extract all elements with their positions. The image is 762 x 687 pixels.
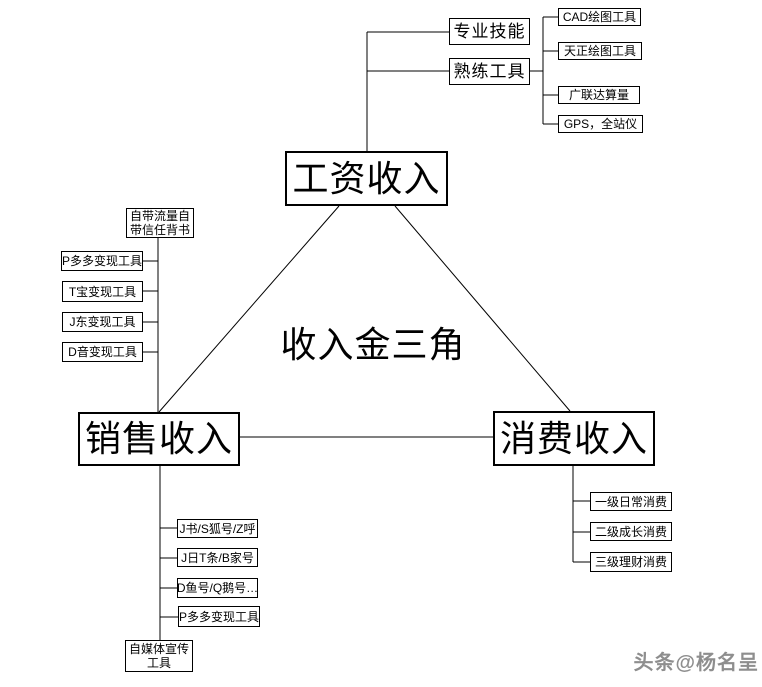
node-guanglianda-tool: 广联达算量 (558, 86, 640, 104)
node-sales-income: 销售收入 (78, 412, 240, 466)
node-pduoduo-monetize: P多多变现工具 (61, 251, 143, 271)
node-proficient-tools: 熟练工具 (449, 58, 530, 85)
node-growth-consumption: 二级成长消费 (590, 522, 672, 541)
node-finance-consumption: 三级理财消费 (590, 552, 672, 572)
triangle-left-edge (158, 205, 340, 413)
node-pduo-monetize-2: P多多变现工具 (178, 606, 260, 627)
node-salary-income: 工资收入 (285, 151, 448, 206)
media-footer-line1: 自媒体宣传 (128, 642, 189, 656)
node-dyin-monetize: D音变现工具 (62, 342, 143, 362)
node-tbao-monetize: T宝变现工具 (62, 281, 143, 302)
center-title: 收入金三角 (280, 325, 466, 365)
node-consumption-income: 消费收入 (493, 411, 655, 466)
traffic-header-line2: 带信任背书 (129, 223, 190, 237)
node-dyu-channels: D鱼号/Q鹅号… (177, 578, 258, 598)
traffic-header-line1: 自带流量自 (129, 209, 190, 223)
triangle-right-edge (394, 205, 571, 412)
node-tianzheng-tool: 天正绘图工具 (558, 42, 642, 60)
node-daily-consumption: 一级日常消费 (590, 492, 672, 511)
toutiao-watermark: 头条@杨名呈 (633, 651, 759, 674)
node-cad-tool: CAD绘图工具 (558, 8, 641, 26)
node-jdong-monetize: J东变现工具 (62, 312, 143, 332)
node-gps-tool: GPS，全站仪 (558, 115, 643, 133)
node-self-media-footer: 自媒体宣传 工具 (125, 640, 193, 672)
node-jri-channels: J日T条/B家号 (177, 548, 258, 567)
node-traffic-trust-header: 自带流量自 带信任背书 (126, 208, 194, 238)
node-professional-skills: 专业技能 (449, 18, 530, 45)
media-footer-line2: 工具 (146, 656, 171, 670)
node-jshu-channels: J书/S狐号/Z呼 (177, 519, 258, 538)
